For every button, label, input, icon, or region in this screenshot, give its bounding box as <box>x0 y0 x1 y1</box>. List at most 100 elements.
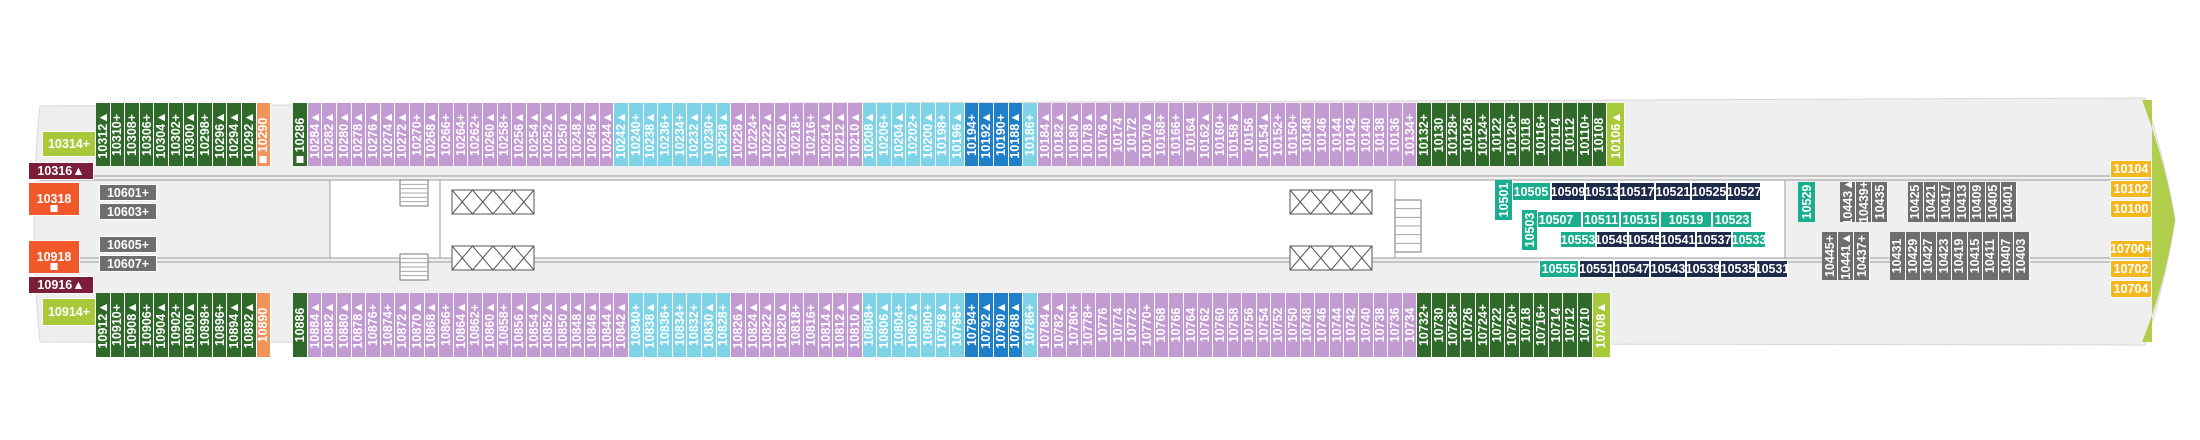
cabin-fwd-inner-10405[interactable]: 10405 <box>1985 182 2001 222</box>
cabin-bottom-10800[interactable]: 10800+ <box>921 293 936 357</box>
cabin-bottom-10742[interactable]: 10742 <box>1344 293 1359 357</box>
cabin-aft-10914[interactable]: 10914+ <box>42 298 96 326</box>
cabin-haven-10513[interactable]: 10513 <box>1585 182 1619 201</box>
cabin-haven-10509[interactable]: 10509 <box>1551 182 1585 201</box>
cabin-top-10264[interactable]: 10264+ <box>453 103 469 166</box>
cabin-top-10278[interactable]: 10278▲ <box>351 103 367 166</box>
cabin-bottom-10818[interactable]: 10818+ <box>789 293 805 357</box>
cabin-top-10238[interactable]: 10238▲ <box>643 103 659 166</box>
cabin-bottom-10718[interactable]: 10718 <box>1519 293 1535 357</box>
cabin-top-10246[interactable]: 10246▲ <box>585 103 600 166</box>
cabin-haven-10503[interactable]: 10503 <box>1522 210 1538 250</box>
cabin-bottom-10842[interactable]: 10842▲ <box>614 293 629 357</box>
cabin-forward-10704[interactable]: 10704 <box>2110 280 2152 298</box>
cabin-top-10180[interactable]: 10180▲ <box>1067 103 1082 166</box>
cabin-top-10298[interactable]: 10298+ <box>198 103 213 166</box>
cabin-haven-10529[interactable]: 10529 <box>1798 182 1816 222</box>
cabin-bottom-10910[interactable]: 10910+ <box>110 293 126 357</box>
cabin-top-10242[interactable]: 10242▲ <box>614 103 629 166</box>
cabin-bottom-10816[interactable]: 10816+ <box>804 293 819 357</box>
cabin-haven-10505[interactable]: 10505 <box>1511 182 1551 201</box>
cabin-bottom-10808[interactable]: 10808+ <box>862 293 878 357</box>
cabin-top-10128[interactable]: 10128+ <box>1446 103 1462 166</box>
cabin-bottom-10876[interactable]: 10876+ <box>366 293 381 357</box>
cabin-bottom-10828[interactable]: 10828+ <box>716 293 732 357</box>
cabin-top-10284[interactable]: 10284▲ <box>307 103 323 166</box>
cabin-top-10132[interactable]: 10132+ <box>1417 103 1432 166</box>
cabin-aft-10918[interactable]: 10918 <box>28 240 80 274</box>
cabin-top-10198[interactable]: 10198+ <box>935 103 951 166</box>
cabin-aft-10916[interactable]: 10916▲ <box>28 276 94 294</box>
cabin-top-10112[interactable]: 10112 <box>1563 103 1578 166</box>
cabin-bottom-10898[interactable]: 10898+ <box>198 293 213 357</box>
cabin-bottom-10764[interactable]: 10764 <box>1183 293 1199 357</box>
cabin-top-10226[interactable]: 10226▲ <box>731 103 746 166</box>
cabin-bottom-10728[interactable]: 10728+ <box>1446 293 1462 357</box>
cabin-top-10130[interactable]: 10130 <box>1432 103 1447 166</box>
cabin-bottom-10758[interactable]: 10758 <box>1227 293 1243 357</box>
cabin-forward-10702[interactable]: 10702 <box>2110 260 2152 278</box>
cabin-haven-10549[interactable]: 10549 <box>1596 231 1628 248</box>
cabin-top-10258[interactable]: 10258+ <box>497 103 513 166</box>
cabin-aft-inner-10601[interactable]: 10601+ <box>99 184 157 201</box>
cabin-bottom-10740[interactable]: 10740 <box>1359 293 1374 357</box>
cabin-fwd-inner-10445[interactable]: 10445+ <box>1822 232 1838 280</box>
cabin-top-10170[interactable]: 10170▲ <box>1140 103 1155 166</box>
cabin-top-10252[interactable]: 10252▲ <box>541 103 556 166</box>
cabin-forward-10100[interactable]: 10100 <box>2110 200 2152 218</box>
cabin-bottom-10724[interactable]: 10724+ <box>1475 293 1491 357</box>
cabin-top-10190[interactable]: 10190+ <box>994 103 1009 166</box>
cabin-top-10152[interactable]: 10152+ <box>1271 103 1286 166</box>
cabin-bottom-10892[interactable]: 10892▲ <box>242 293 257 357</box>
cabin-top-10142[interactable]: 10142 <box>1344 103 1359 166</box>
cabin-bottom-10860[interactable]: 10860▲ <box>483 293 498 357</box>
cabin-bottom-10796[interactable]: 10796+ <box>950 293 965 357</box>
cabin-bottom-10830[interactable]: 10830▲ <box>702 293 717 357</box>
cabin-top-10164[interactable]: 10164 <box>1183 103 1199 166</box>
cabin-fwd-inner-10409[interactable]: 10409 <box>1970 182 1986 222</box>
cabin-top-10290[interactable]: 10290 <box>256 103 272 166</box>
cabin-haven-10553[interactable]: 10553 <box>1560 231 1596 248</box>
cabin-top-10282[interactable]: 10282▲ <box>322 103 337 166</box>
cabin-top-10300[interactable]: 10300▲ <box>183 103 199 166</box>
cabin-top-10262[interactable]: 10262+ <box>468 103 483 166</box>
cabin-bottom-10846[interactable]: 10846▲ <box>585 293 600 357</box>
cabin-bottom-10866[interactable]: 10866+ <box>439 293 454 357</box>
cabin-top-10296[interactable]: 10296▲ <box>212 103 228 166</box>
cabin-bottom-10904[interactable]: 10904▲ <box>154 293 169 357</box>
cabin-bottom-10776[interactable]: 10776 <box>1096 293 1111 357</box>
cabin-fwd-inner-10429[interactable]: 10429 <box>1905 232 1921 280</box>
cabin-fwd-inner-10417[interactable]: 10417 <box>1939 182 1955 222</box>
cabin-aft-inner-10607[interactable]: 10607+ <box>99 255 157 272</box>
cabin-bottom-10844[interactable]: 10844▲ <box>599 293 615 357</box>
cabin-top-10120[interactable]: 10120+ <box>1505 103 1520 166</box>
cabin-bottom-10708[interactable]: 10708▲ <box>1592 293 1611 357</box>
cabin-bottom-10870[interactable]: 10870▲ <box>410 293 425 357</box>
cabin-bottom-10862[interactable]: 10862+ <box>468 293 483 357</box>
cabin-bottom-10894[interactable]: 10894▲ <box>227 293 242 357</box>
cabin-haven-10545[interactable]: 10545 <box>1628 231 1660 248</box>
cabin-aft-10318[interactable]: 10318 <box>28 182 80 216</box>
cabin-top-10202[interactable]: 10202+ <box>906 103 921 166</box>
cabin-bottom-10778[interactable]: 10778+ <box>1081 293 1097 357</box>
cabin-bottom-10896[interactable]: 10896+ <box>212 293 228 357</box>
cabin-top-10166[interactable]: 10166+ <box>1169 103 1184 166</box>
cabin-bottom-10872[interactable]: 10872▲ <box>395 293 410 357</box>
cabin-bottom-10726[interactable]: 10726 <box>1461 293 1476 357</box>
cabin-aft-inner-10603[interactable]: 10603+ <box>99 203 157 220</box>
cabin-haven-10523[interactable]: 10523 <box>1712 211 1752 228</box>
cabin-haven-10543[interactable]: 10543 <box>1650 260 1686 278</box>
cabin-bottom-10762[interactable]: 10762 <box>1198 293 1213 357</box>
cabin-top-10158[interactable]: 10158▲ <box>1227 103 1243 166</box>
cabin-top-10156[interactable]: 10156 <box>1242 103 1257 166</box>
cabin-fwd-inner-10401[interactable]: 10401 <box>2001 182 2017 222</box>
cabin-bottom-10748[interactable]: 10748 <box>1300 293 1316 357</box>
cabin-fwd-inner-10437[interactable]: 10437+ <box>1854 232 1870 280</box>
cabin-fwd-inner-10415[interactable]: 10415 <box>1967 232 1983 280</box>
cabin-fwd-inner-10411[interactable]: 10411 <box>1983 232 1999 280</box>
cabin-bottom-10890[interactable]: 10890 <box>256 293 272 357</box>
cabin-top-10292[interactable]: 10292▲ <box>242 103 257 166</box>
cabin-bottom-10710[interactable]: 10710 <box>1578 293 1593 357</box>
cabin-bottom-10884[interactable]: 10884▲ <box>307 293 323 357</box>
cabin-top-10148[interactable]: 10148 <box>1300 103 1316 166</box>
